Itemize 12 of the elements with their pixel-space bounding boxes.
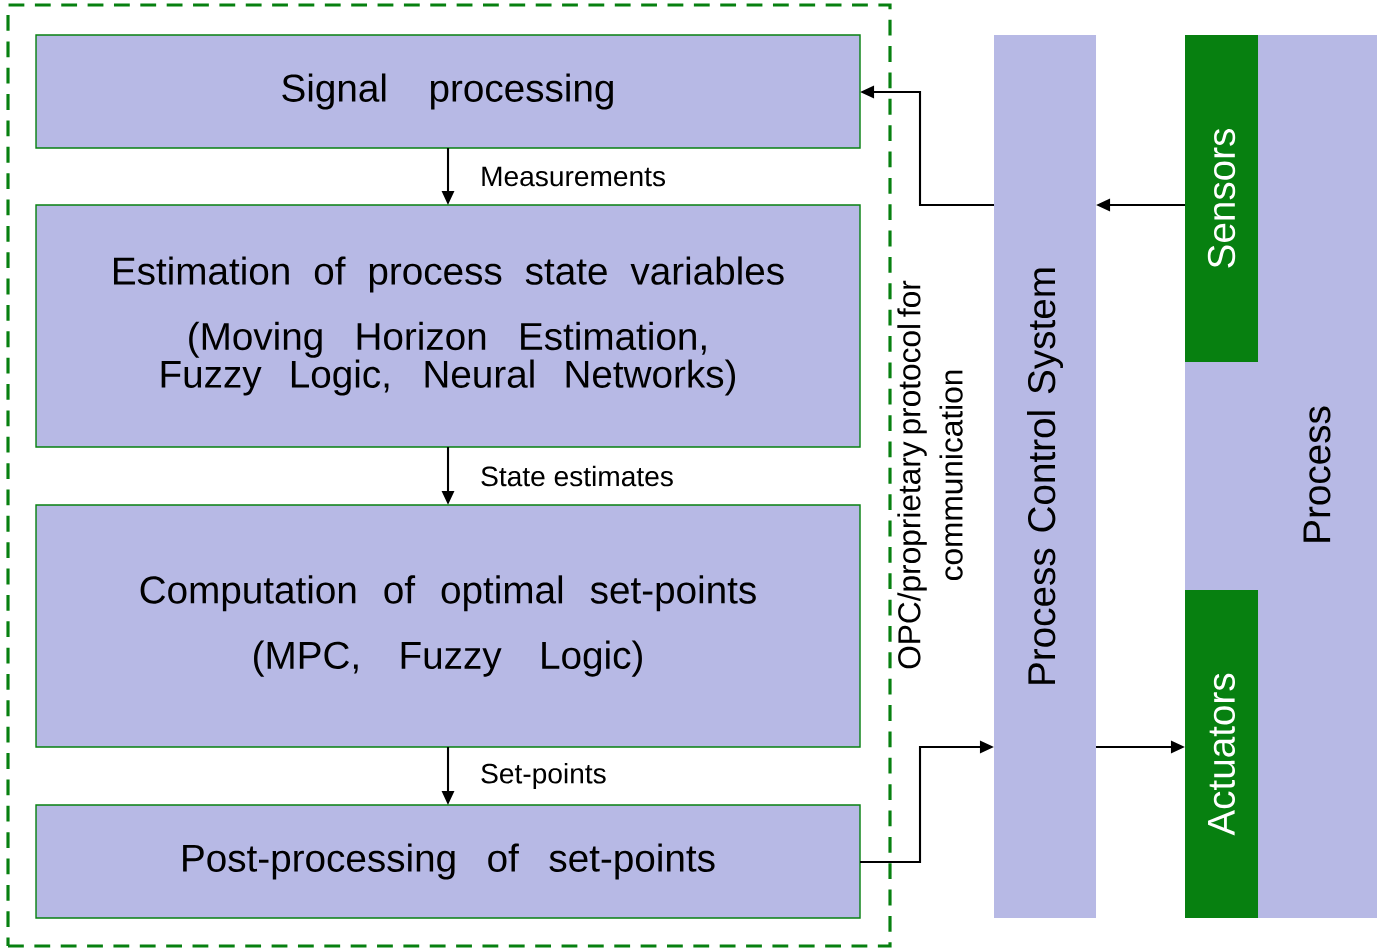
- process-box: Computation of optimal set-points (MPC, Fuzzy Logic): [35, 504, 861, 748]
- device-bar: Actuators: [1185, 590, 1258, 918]
- edge-label: Measurements: [478, 164, 668, 189]
- edge-label: State estimates: [478, 463, 676, 489]
- edge-label: Set-points: [478, 761, 609, 791]
- dashed-frame: [6, 3, 892, 948]
- process-box: Estimation of process state variables (Moving Horizon Estimation, Fuzzy Logic, Neural Networks): [35, 204, 861, 448]
- device-bar: Sensors: [1185, 35, 1258, 362]
- system-bar: Process Control System: [994, 35, 1096, 918]
- rotated-note: OPC/proprietary protocol for communication: [897, 280, 963, 669]
- process-box: Post-processing of set-points: [35, 804, 861, 919]
- process-box: Signal processing: [35, 34, 861, 149]
